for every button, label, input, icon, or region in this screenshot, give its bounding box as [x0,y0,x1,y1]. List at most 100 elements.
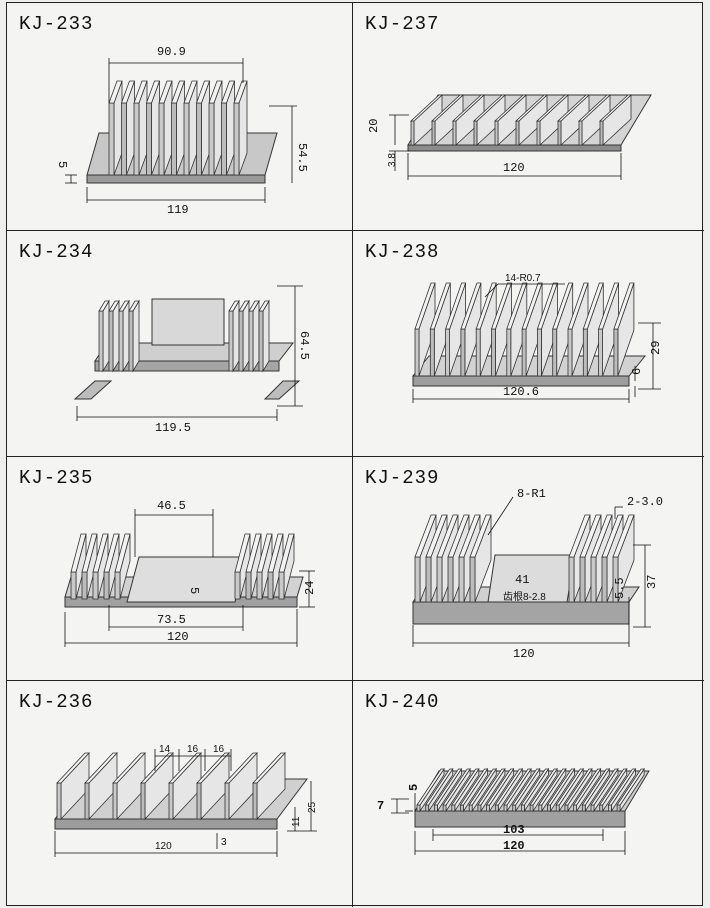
fin [267,571,274,600]
dim-fins: 8-R1 [517,487,546,501]
fin [607,804,612,812]
fin [520,804,525,812]
fin-top [170,80,186,104]
dim-fins: 14-R0.7 [505,273,541,284]
fin-top [469,514,492,558]
fin [133,102,140,176]
fin-top [564,768,593,806]
dim-height: 29 [649,341,663,355]
fin [475,328,481,377]
fin [81,571,88,600]
dim-total: 120 [503,839,525,853]
fin-top [195,80,211,104]
fin [458,556,465,603]
fin-top [145,80,161,104]
dim-p1: 14 [159,744,171,755]
fin-top [485,768,515,806]
fin [536,328,542,377]
fin-top [433,768,463,806]
fin-top [468,768,497,806]
fin [451,804,456,812]
fin-top [120,80,136,104]
fin [494,120,499,146]
fin-top [442,768,471,806]
fin-top [267,533,284,573]
fin-top [613,282,635,330]
fin [564,804,569,812]
fin [599,120,604,146]
fin-top [555,768,584,806]
profile-cell-kj-234: KJ-234 64.5 119.5 [7,231,353,457]
fin [431,120,436,146]
fin-top [590,514,613,558]
dim-span: 73.5 [157,613,186,627]
fin-top [416,768,445,806]
fin [579,556,586,603]
fin-top [436,514,459,558]
dim-total: 120 [503,161,525,175]
fin [84,782,90,820]
fin [414,328,420,377]
fin-top [112,752,146,784]
dim-base: 3 [221,837,227,848]
profile-code: KJ-239 [365,467,440,489]
dim-fin-thick: 2-3.0 [627,495,663,509]
fin [183,102,190,176]
fin [425,556,432,603]
dim-total: 120 [155,841,172,852]
fin [233,102,240,176]
fin [112,782,118,820]
dim-height: 25 [307,801,318,813]
fin-top [248,300,260,312]
fin-top [245,533,262,573]
fin [555,804,560,812]
fin-top [529,768,558,806]
fin [468,804,473,812]
fin-side [122,299,130,373]
fin-side [252,299,260,373]
fin [445,328,450,377]
fin-top [582,282,604,330]
fin [613,328,619,377]
catalog-sheet: KJ-233 90.9 119 54.5 5 KJ-237 [6,2,704,907]
fin [103,571,110,600]
fin-top [429,282,451,330]
dim-total: 119.5 [155,421,191,435]
fin [258,310,264,372]
profile-code: KJ-237 [365,13,440,35]
fin-top [612,514,635,558]
fin [469,556,476,603]
fin [473,120,478,146]
fin-top [414,514,437,558]
fin [568,556,575,603]
dim-low: 11 [291,816,302,827]
fin-top [520,768,550,806]
fin [590,804,595,812]
fin-top [220,80,236,104]
fin [506,328,512,377]
fin-top [598,768,628,806]
fin-top [472,94,507,122]
dim-gap: 41 [515,573,529,587]
profile-cell-kj-238: KJ-238 14-R0.7 29 6 120.6 [353,231,704,457]
fin-top [521,282,543,330]
fin-top [84,752,118,784]
profile-cell-kj-237: KJ-237 20 3.8 120 [353,3,704,231]
fin [234,571,241,600]
fin [460,328,466,377]
fin-top [546,768,576,806]
fin-top [108,80,123,104]
fin [529,804,534,812]
fin-top [607,768,637,806]
fin-top [108,300,120,312]
fin-top [409,94,444,122]
fin [477,804,482,812]
fin-top [168,752,202,784]
fin-side [242,299,250,373]
fin-top [414,282,436,330]
fin-top [459,768,489,806]
fin-top [598,282,620,330]
fin-top [538,768,567,806]
fin-top [425,514,448,558]
fin [140,782,146,820]
